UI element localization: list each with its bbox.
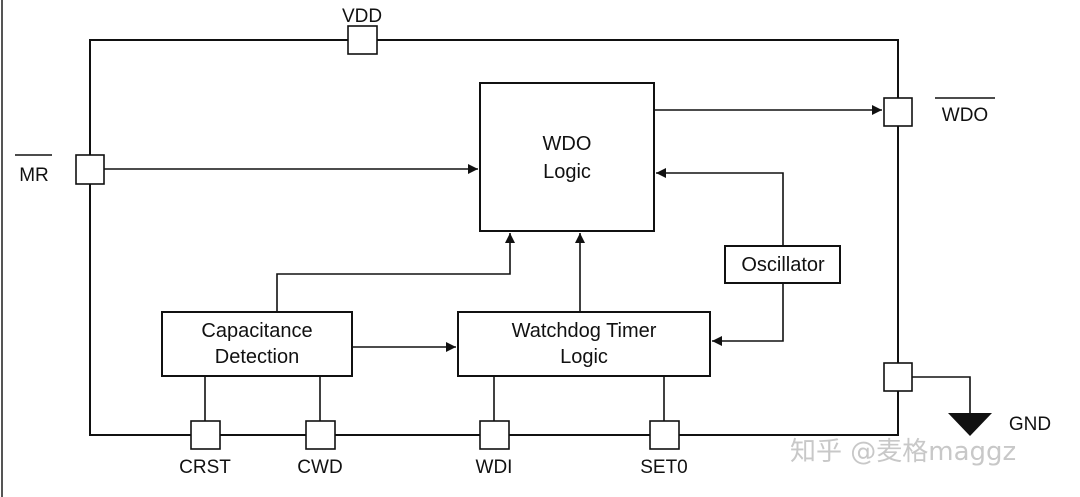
capacitance-detection-subtitle: Detection [215, 346, 300, 368]
cwd-pin [305, 420, 336, 450]
capacitance-to-wdo-logic-arrow [276, 233, 515, 312]
wdo-logic-title: WDO [543, 133, 592, 155]
vdd-label: VDD [342, 6, 382, 27]
cwd-label: CWD [297, 457, 342, 478]
watchdog-timer-title: Watchdog Timer [512, 320, 657, 342]
vdd-pin [347, 25, 378, 55]
watchdog-timer-subtitle: Logic [560, 346, 608, 368]
oscillator-label: Oscillator [741, 254, 825, 276]
watermark: 知乎 @麦格maggz [790, 437, 1016, 467]
wdi-label: WDI [476, 457, 513, 478]
capacitance-detection-block [161, 311, 353, 377]
crst-label: CRST [179, 457, 231, 478]
gnd-pin [883, 362, 913, 392]
mr-pin [75, 154, 105, 185]
watchdog-timer-block [457, 311, 711, 377]
gnd-wire [912, 376, 971, 413]
gnd-label: GND [1009, 414, 1051, 435]
crst-pin [190, 420, 221, 450]
oscillator-to-watchdog-arrow [712, 283, 784, 346]
capacitance-detection-title: Capacitance [201, 320, 312, 342]
oscillator-to-wdo-logic-arrow [656, 168, 784, 246]
wdo-logic-subtitle: Logic [543, 161, 591, 183]
oscillator-block [724, 245, 841, 284]
mr-label: MR [19, 165, 49, 186]
wdo-logic-block [479, 82, 655, 232]
set0-label: SET0 [640, 457, 688, 478]
wdo-label: WDO [942, 105, 988, 126]
wdo-pin [883, 97, 913, 127]
wdi-pin [479, 420, 510, 450]
ground-symbol [948, 413, 992, 436]
set0-pin [649, 420, 680, 450]
